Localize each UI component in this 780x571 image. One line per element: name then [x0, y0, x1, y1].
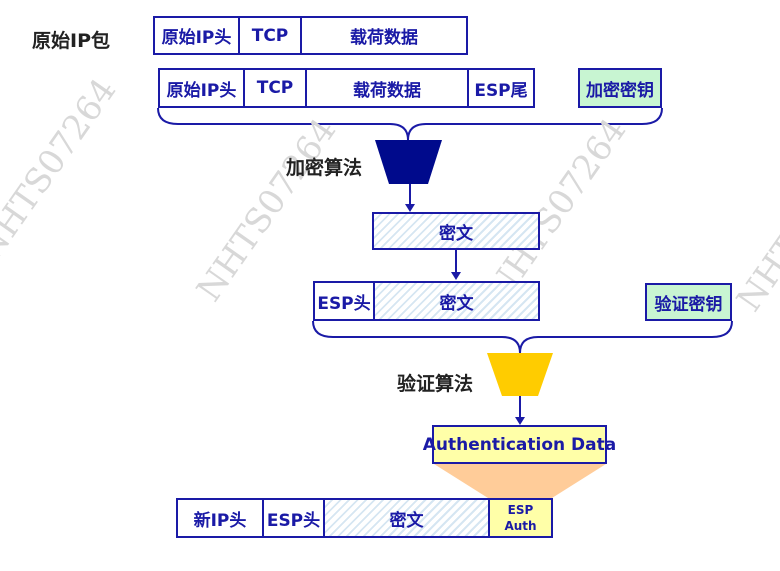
- ciphertext-block: 密文: [372, 212, 540, 250]
- row1-payload: 载荷数据: [300, 16, 468, 55]
- row1-ip-header: 原始IP头: [153, 16, 240, 55]
- encryption-key: 加密密钥: [578, 68, 662, 108]
- row1-tcp: TCP: [238, 16, 302, 55]
- row6-esp-header: ESP头: [262, 498, 325, 538]
- row2-tcp: TCP: [243, 68, 307, 108]
- auth-algorithm-label: 验证算法: [397, 373, 474, 395]
- row4-esp-header: ESP头: [313, 281, 375, 321]
- row6-esp-auth: ESP Auth: [488, 498, 553, 538]
- row4-ciphertext: 密文: [373, 281, 540, 321]
- original-packet-label: 原始IP包: [32, 30, 110, 52]
- arrow-to-esp-row: [451, 272, 461, 280]
- encrypt-funnel: [375, 140, 442, 184]
- brace-row4: [312, 320, 733, 354]
- row6-new-ip-header: 新IP头: [176, 498, 264, 538]
- auth-funnel: [487, 353, 553, 396]
- encryption-algorithm-label: 加密算法: [286, 157, 363, 179]
- authentication-data: Authentication Data: [423, 425, 616, 464]
- esp-auth-line2: Auth: [504, 519, 537, 533]
- row2-payload: 载荷数据: [305, 68, 469, 108]
- row6-ciphertext: 密文: [323, 498, 490, 538]
- esp-auth-line1: ESP: [507, 503, 534, 517]
- arrow-to-auth-data: [515, 417, 525, 425]
- row2-esp-trailer: ESP尾: [467, 68, 535, 108]
- auth-cone: [434, 464, 606, 498]
- row2-ip-header: 原始IP头: [158, 68, 245, 108]
- auth-key: 验证密钥: [645, 283, 732, 321]
- arrow-to-ciphertext: [405, 204, 415, 212]
